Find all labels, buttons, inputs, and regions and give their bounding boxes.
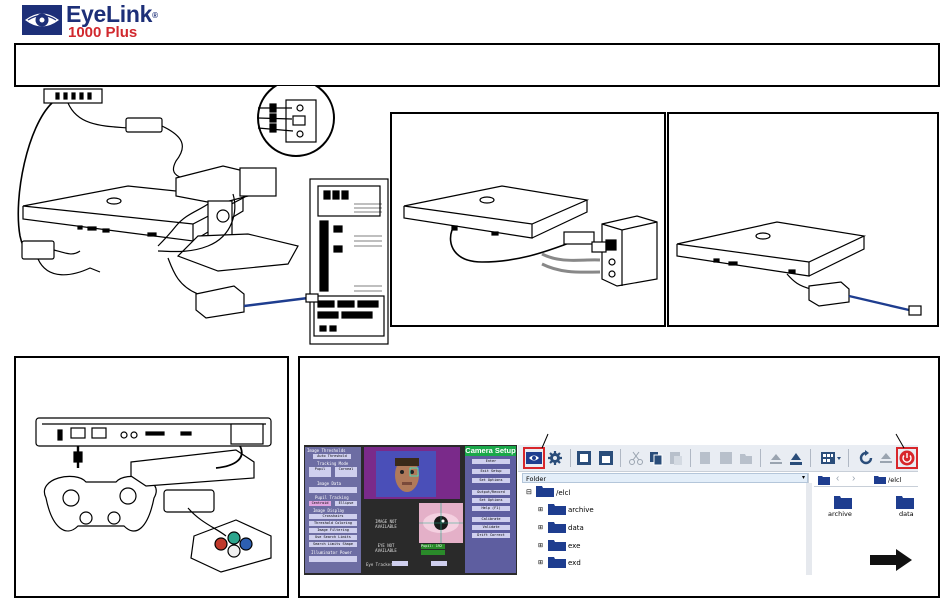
export-icon[interactable] bbox=[598, 450, 614, 466]
camera-setup-title: Camera Setup bbox=[465, 446, 516, 456]
set-options-button-top[interactable]: Set Options bbox=[472, 478, 510, 483]
folder-icon[interactable] bbox=[896, 495, 914, 509]
panel-gamepad-connection bbox=[14, 356, 289, 598]
folder-icon bbox=[874, 475, 886, 484]
gear-icon[interactable] bbox=[547, 450, 563, 466]
import-icon[interactable] bbox=[576, 450, 592, 466]
crosshairs-button[interactable]: Crosshairs bbox=[309, 514, 357, 519]
tree-item-archive[interactable]: archive bbox=[568, 506, 594, 514]
file-op-icon-3[interactable] bbox=[738, 450, 754, 466]
search-limits-shape-button[interactable]: Search Limits Shape bbox=[309, 542, 357, 547]
help-button[interactable]: Help (F1) bbox=[472, 506, 510, 511]
brand-model: 1000 Plus bbox=[68, 26, 158, 40]
folder-icon bbox=[548, 521, 566, 533]
calibrate-button[interactable]: Calibrate bbox=[472, 517, 510, 522]
eject-icon[interactable] bbox=[768, 450, 784, 466]
image-not-available: IMAGE NOT AVAILABLE bbox=[366, 519, 406, 529]
back-icon[interactable]: ‹ bbox=[836, 473, 839, 484]
pupil-mode-button[interactable]: Pupil bbox=[309, 467, 331, 477]
folder-icon bbox=[548, 503, 566, 515]
output-record-button[interactable]: Output/Record bbox=[472, 490, 510, 495]
power-toolbar-button[interactable] bbox=[896, 447, 918, 469]
gamepad-illustration bbox=[16, 358, 287, 596]
chevron-down-icon[interactable]: ▾ bbox=[802, 474, 805, 481]
enter-button[interactable]: Enter bbox=[472, 459, 510, 464]
eye-camera-image bbox=[419, 503, 463, 543]
laptop-camera-illustration bbox=[392, 114, 664, 325]
camera-setup-toolbar-button[interactable] bbox=[523, 447, 545, 469]
folder-header-label: Folder bbox=[526, 475, 546, 483]
drift-correct-button[interactable]: Drift Correct bbox=[472, 533, 510, 538]
ellipse-button[interactable]: Ellipse bbox=[335, 501, 357, 506]
folder-icon[interactable] bbox=[834, 495, 852, 509]
face-camera-image bbox=[364, 447, 460, 499]
label-illuminator-power: Illuminator Power bbox=[311, 550, 352, 555]
forward-icon[interactable]: › bbox=[852, 473, 855, 484]
callout-lines bbox=[520, 430, 920, 450]
folder-icon bbox=[536, 485, 554, 497]
tree-root-label[interactable]: /elcl bbox=[556, 489, 570, 497]
tree-item-data[interactable]: data bbox=[568, 524, 584, 532]
file-op-icon-1[interactable] bbox=[698, 450, 714, 466]
eye-tracker-label: Eye Tracker: bbox=[366, 562, 395, 567]
refresh-icon[interactable] bbox=[858, 450, 874, 466]
folder-icon bbox=[548, 556, 566, 568]
title-box bbox=[14, 43, 940, 87]
centroid-button[interactable]: Centroid bbox=[309, 501, 331, 506]
folder-tree-header: Folder ▾ bbox=[522, 473, 808, 483]
laptop-ethernet-illustration bbox=[669, 114, 937, 325]
threshold-coloring-button[interactable]: Threshold Coloring bbox=[309, 521, 357, 526]
cut-icon[interactable] bbox=[628, 450, 644, 466]
label-pupil-tracking: Pupil Tracking bbox=[315, 495, 349, 500]
corneal-mode-button[interactable]: Corneal bbox=[335, 467, 357, 477]
upload-icon[interactable] bbox=[788, 450, 804, 466]
eye-logo-icon bbox=[22, 5, 62, 35]
setup-illustration bbox=[8, 86, 393, 348]
pupil-readout: Pupil: 192 bbox=[421, 544, 445, 549]
label-image-thresholds: Image Thresholds bbox=[307, 448, 346, 453]
label-tracking-mode: Tracking Mode bbox=[317, 461, 348, 466]
power-icon bbox=[898, 449, 916, 467]
image-filtering-button[interactable]: Image Filtering bbox=[309, 528, 357, 533]
exit-setup-button[interactable]: Exit Setup bbox=[472, 469, 510, 474]
auto-threshold-button[interactable]: Auto Threshold bbox=[313, 454, 351, 459]
label-image-display: Image Display bbox=[313, 508, 344, 513]
trademark: ® bbox=[152, 11, 158, 20]
label-image-data: Image Data bbox=[317, 481, 341, 486]
copy-icon[interactable] bbox=[648, 450, 664, 466]
tree-item-exe[interactable]: exe bbox=[568, 542, 580, 550]
panel-camera-connection bbox=[390, 112, 666, 327]
new-folder-icon[interactable] bbox=[818, 475, 830, 485]
validate-button[interactable]: Validate bbox=[472, 525, 510, 530]
arrow-right-icon bbox=[870, 549, 912, 571]
tree-item-exd[interactable]: exd bbox=[568, 559, 581, 567]
right-path-label: /elcl bbox=[888, 476, 901, 484]
icon-item-archive[interactable]: archive bbox=[828, 510, 852, 518]
panel-ethernet-connection bbox=[667, 112, 939, 327]
set-options-button[interactable]: Set Options bbox=[472, 498, 510, 503]
camera-setup-icon bbox=[525, 449, 543, 467]
paste-icon[interactable] bbox=[668, 450, 684, 466]
camera-setup-screen: Image Thresholds Auto Threshold Tracking… bbox=[304, 445, 517, 575]
file-op-icon-2[interactable] bbox=[718, 450, 734, 466]
icon-item-data[interactable]: data bbox=[899, 510, 914, 518]
view-grid-icon[interactable] bbox=[820, 450, 842, 466]
eject-icon-2[interactable] bbox=[878, 450, 894, 466]
search-limits-button[interactable]: Use Search Limits bbox=[309, 535, 357, 540]
folder-icon bbox=[548, 539, 566, 551]
file-manager-screen: Folder ▾ ⊟ /elcl ⊞ archive ⊞ data ⊞ exe … bbox=[518, 445, 918, 575]
eye-not-available: EYE NOT AVAILABLE bbox=[366, 543, 406, 553]
